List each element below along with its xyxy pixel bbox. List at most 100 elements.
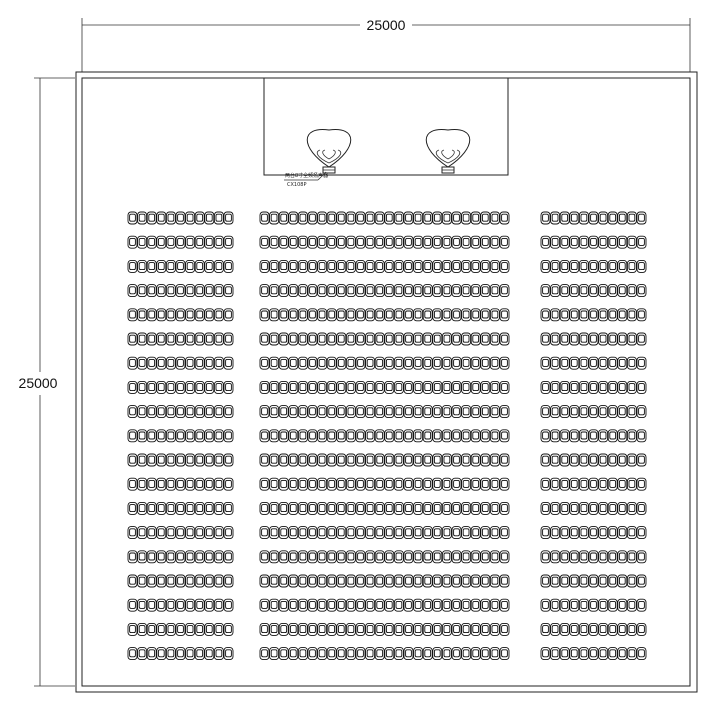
seat-row xyxy=(127,380,234,394)
seat-icon xyxy=(461,477,472,491)
seat-icon xyxy=(259,332,270,346)
seat-icon xyxy=(355,284,366,298)
seat-icon xyxy=(137,622,148,636)
seat-icon xyxy=(288,405,299,419)
seat-icon xyxy=(317,405,328,419)
seat-icon xyxy=(451,453,462,467)
seat-icon xyxy=(317,453,328,467)
seat-icon xyxy=(288,259,299,273)
seat-row xyxy=(540,235,647,249)
seat-icon xyxy=(175,453,186,467)
seat-icon xyxy=(374,284,385,298)
seat-icon xyxy=(422,501,433,515)
seat-icon xyxy=(451,647,462,661)
seat-icon xyxy=(278,356,289,370)
seat-icon xyxy=(223,308,234,322)
seat-icon xyxy=(384,526,395,540)
seat-icon xyxy=(550,453,561,467)
seat-icon xyxy=(461,332,472,346)
width-label: 25000 xyxy=(367,17,406,33)
seat-icon xyxy=(540,453,551,467)
seat-icon xyxy=(598,211,609,225)
seat-icon xyxy=(175,501,186,515)
seat-icon xyxy=(213,526,224,540)
seat-icon xyxy=(470,356,481,370)
seat-icon xyxy=(204,380,215,394)
seat-icon xyxy=(336,453,347,467)
seat-icon xyxy=(559,598,570,612)
seat-icon xyxy=(317,501,328,515)
seat-icon xyxy=(598,526,609,540)
seat-icon xyxy=(355,647,366,661)
seat-icon xyxy=(175,550,186,564)
seat-icon xyxy=(441,405,452,419)
seat-icon xyxy=(403,574,414,588)
seat-row xyxy=(259,526,510,540)
seat-icon xyxy=(297,647,308,661)
seat-row xyxy=(540,477,647,491)
seat-icon xyxy=(413,356,424,370)
seat-icon xyxy=(413,405,424,419)
seat-icon xyxy=(374,574,385,588)
seat-icon xyxy=(374,259,385,273)
seat-icon xyxy=(626,284,637,298)
seat-icon xyxy=(146,501,157,515)
seat-icon xyxy=(617,332,628,346)
seat-icon xyxy=(259,235,270,249)
seat-icon xyxy=(617,235,628,249)
seat-icon xyxy=(451,235,462,249)
seat-icon xyxy=(365,356,376,370)
seat-icon xyxy=(559,647,570,661)
seat-row xyxy=(259,501,510,515)
seat-icon xyxy=(550,235,561,249)
seat-icon xyxy=(588,405,599,419)
seat-icon xyxy=(393,574,404,588)
seat-icon xyxy=(451,574,462,588)
seat-icon xyxy=(317,259,328,273)
seat-icon xyxy=(607,380,618,394)
seat-icon xyxy=(165,647,176,661)
seat-icon xyxy=(307,501,318,515)
seat-icon xyxy=(432,405,443,419)
seat-icon xyxy=(499,259,510,273)
seat-icon xyxy=(499,550,510,564)
seat-icon xyxy=(636,598,647,612)
seat-icon xyxy=(175,622,186,636)
seat-icon xyxy=(156,647,167,661)
seat-icon xyxy=(607,405,618,419)
seat-icon xyxy=(559,622,570,636)
seat-icon xyxy=(393,235,404,249)
seat-icon xyxy=(127,647,138,661)
seat-icon xyxy=(617,622,628,636)
seat-icon xyxy=(365,429,376,443)
seat-icon xyxy=(365,550,376,564)
seat-icon xyxy=(204,598,215,612)
seat-icon xyxy=(194,574,205,588)
seat-icon xyxy=(374,598,385,612)
seat-icon xyxy=(259,477,270,491)
seat-icon xyxy=(175,526,186,540)
seat-icon xyxy=(278,598,289,612)
seat-icon xyxy=(636,622,647,636)
seat-icon xyxy=(345,211,356,225)
height-label: 25000 xyxy=(19,375,58,391)
seat-icon xyxy=(137,235,148,249)
seat-icon xyxy=(588,380,599,394)
seat-icon xyxy=(374,405,385,419)
seat-icon xyxy=(185,235,196,249)
seat-icon xyxy=(185,259,196,273)
seat-icon xyxy=(588,453,599,467)
seat-icon xyxy=(326,550,337,564)
seat-icon xyxy=(413,598,424,612)
seat-icon xyxy=(393,598,404,612)
seat-icon xyxy=(393,308,404,322)
seat-icon xyxy=(393,380,404,394)
seat-icon xyxy=(365,574,376,588)
seat-icon xyxy=(451,477,462,491)
seat-icon xyxy=(480,574,491,588)
seat-icon xyxy=(569,356,580,370)
seat-icon xyxy=(355,477,366,491)
top-dimension: 25000 xyxy=(81,17,691,72)
seat-icon xyxy=(297,622,308,636)
seat-icon xyxy=(326,622,337,636)
